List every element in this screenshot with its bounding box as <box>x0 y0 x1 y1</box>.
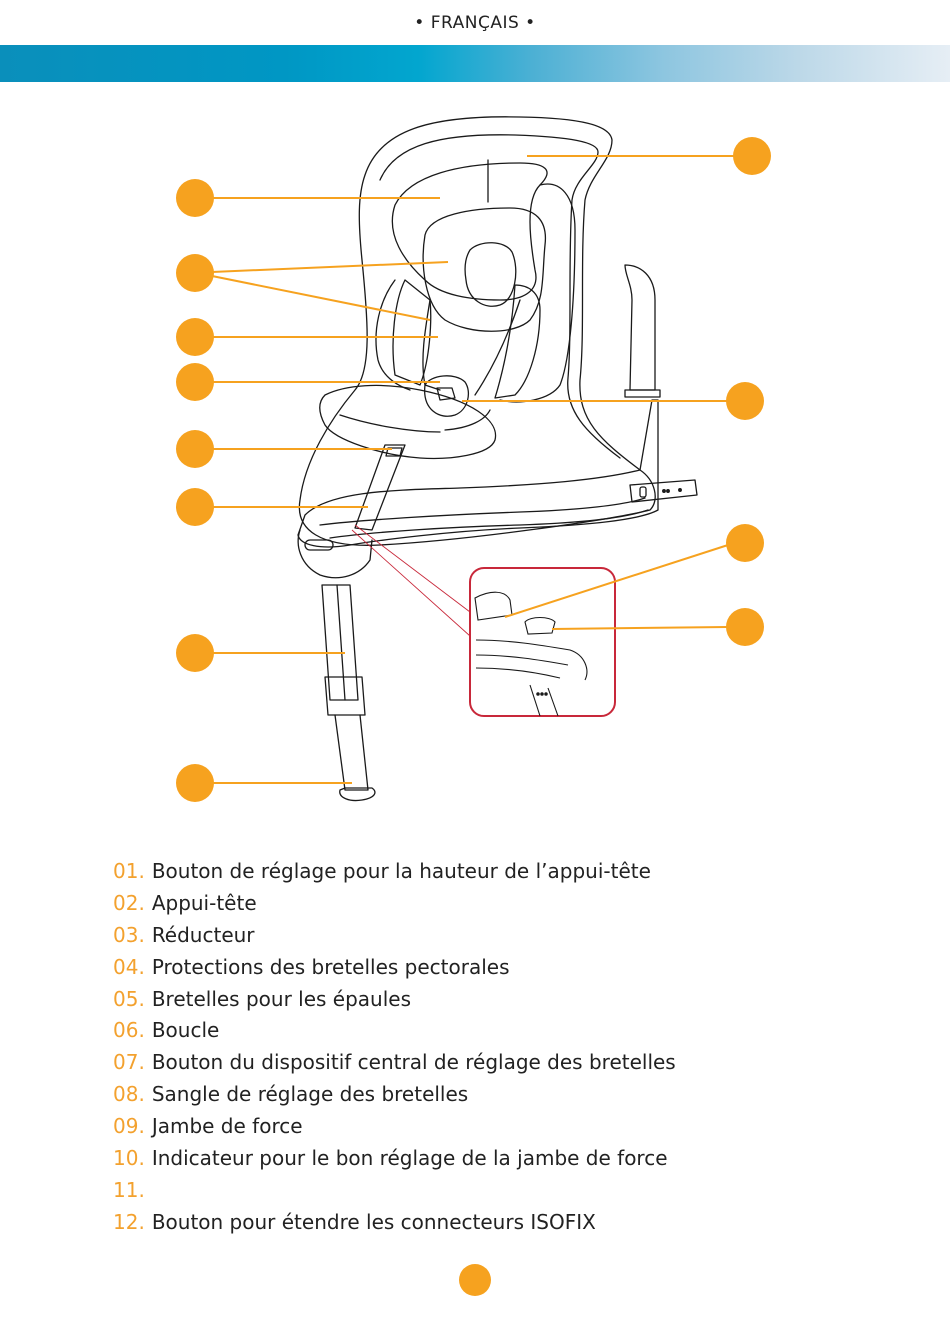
legend-item: 06.Boucle <box>113 1015 676 1047</box>
legend-number: 01. <box>113 859 145 883</box>
isofix-connector <box>629 479 698 503</box>
legend-item: 03.Réducteur <box>113 920 676 952</box>
side-wing-left <box>375 279 411 391</box>
legend-number: 03. <box>113 922 145 947</box>
legend-item: 02.Appui-tête <box>113 888 676 920</box>
callout-marker <box>176 634 214 672</box>
page-number-marker <box>459 1264 491 1296</box>
callout-marker <box>733 137 771 175</box>
legend-label: Réducteur <box>151 922 255 947</box>
legend-item: 04.Protections des bretelles pectorales <box>113 952 676 984</box>
side-wing-right <box>499 183 576 403</box>
leader-line-reducer-upper <box>211 261 449 273</box>
leg-sleeve <box>324 676 366 716</box>
headrest-pad <box>422 207 547 332</box>
shoulder-strap-right <box>474 299 521 396</box>
rear-bar <box>624 264 656 391</box>
legend-number: 12. <box>113 1209 145 1234</box>
header-gradient-band <box>0 45 950 82</box>
crotch-strap <box>354 444 406 531</box>
callout-marker <box>726 608 764 646</box>
callout-marker <box>176 254 214 292</box>
leg-foot <box>339 787 376 802</box>
adjuster-button <box>385 447 403 457</box>
callout-marker <box>176 179 214 217</box>
callout-marker <box>176 488 214 526</box>
front-base-handle <box>297 529 373 579</box>
detail-guide-line-upper <box>354 524 471 613</box>
legend-item: 01.Bouton de réglage pour la hauteur de … <box>113 856 676 888</box>
legend-number: 07. <box>113 1050 145 1075</box>
callout-marker <box>176 764 214 802</box>
legend-number: 02. <box>113 890 145 915</box>
seat-base <box>297 399 659 548</box>
language-header: • FRANÇAIS • <box>414 13 536 33</box>
callout-marker <box>176 363 214 401</box>
seat-cushion <box>319 384 497 460</box>
legend-label: Bretelles pour les épaules <box>151 986 412 1011</box>
detail-guide-line-lower <box>351 529 471 637</box>
legend-label: Indicateur pour le bon réglage de la jam… <box>151 1146 668 1171</box>
legend-label: Protections des bretelles pectorales <box>151 954 510 979</box>
leader-line-reducer-lower <box>211 275 431 321</box>
legend-item: 09.Jambe de force <box>113 1111 676 1143</box>
detail-indicator <box>524 616 556 635</box>
legend-label: Boucle <box>151 1018 220 1043</box>
callout-marker <box>726 524 764 562</box>
legend-item: 08.Sangle de réglage des bretelles <box>113 1079 676 1111</box>
legend-label: Jambe de force <box>151 1114 303 1139</box>
legend-number: 08. <box>113 1082 145 1107</box>
callout-marker <box>176 318 214 356</box>
callout-marker <box>726 382 764 420</box>
legend-item: 05.Bretelles pour les épaules <box>113 984 676 1016</box>
legend-number: 09. <box>113 1114 145 1139</box>
legend-item: 11. <box>113 1175 676 1207</box>
chest-pad-right <box>494 284 541 399</box>
callout-leader-lines <box>211 155 735 784</box>
shoulder-strap-left <box>422 299 441 391</box>
legend-number: 11. <box>113 1177 145 1202</box>
legend-number: 10. <box>113 1146 145 1171</box>
car-seat-drawing <box>176 116 771 802</box>
parts-legend: 01.Bouton de réglage pour la hauteur de … <box>113 856 676 1239</box>
legend-item: 10.Indicateur pour le bon réglage de la … <box>113 1143 676 1175</box>
legend-number: 05. <box>113 986 145 1011</box>
legend-number: 06. <box>113 1018 145 1043</box>
head-cushion <box>464 242 517 307</box>
callout-marker <box>176 430 214 468</box>
legend-label: Sangle de réglage des bretelles <box>151 1082 469 1107</box>
car-seat-illustration <box>0 95 950 835</box>
callout-markers <box>176 137 771 802</box>
legend-item: 12.Bouton pour étendre les connecteurs I… <box>113 1207 676 1239</box>
legend-number: 04. <box>113 954 145 979</box>
legend-label: Bouton du dispositif central de réglage … <box>151 1050 676 1075</box>
leader-line-detail-indicator <box>551 626 729 630</box>
legend-label: Appui-tête <box>151 890 257 915</box>
seat-shell-inner <box>379 134 621 459</box>
legend-label: Bouton pour étendre les connecteurs ISOF… <box>151 1209 596 1234</box>
chest-pad-left <box>392 279 432 386</box>
legend-item: 07.Bouton du dispositif central de régla… <box>113 1047 676 1079</box>
detail-inset-frame <box>469 567 616 717</box>
leader-line-detail-top <box>504 544 729 618</box>
legend-label: Bouton de réglage pour la hauteur de l’a… <box>151 859 651 883</box>
headrest-outline <box>391 162 548 301</box>
seat-shell-outline <box>298 116 656 546</box>
